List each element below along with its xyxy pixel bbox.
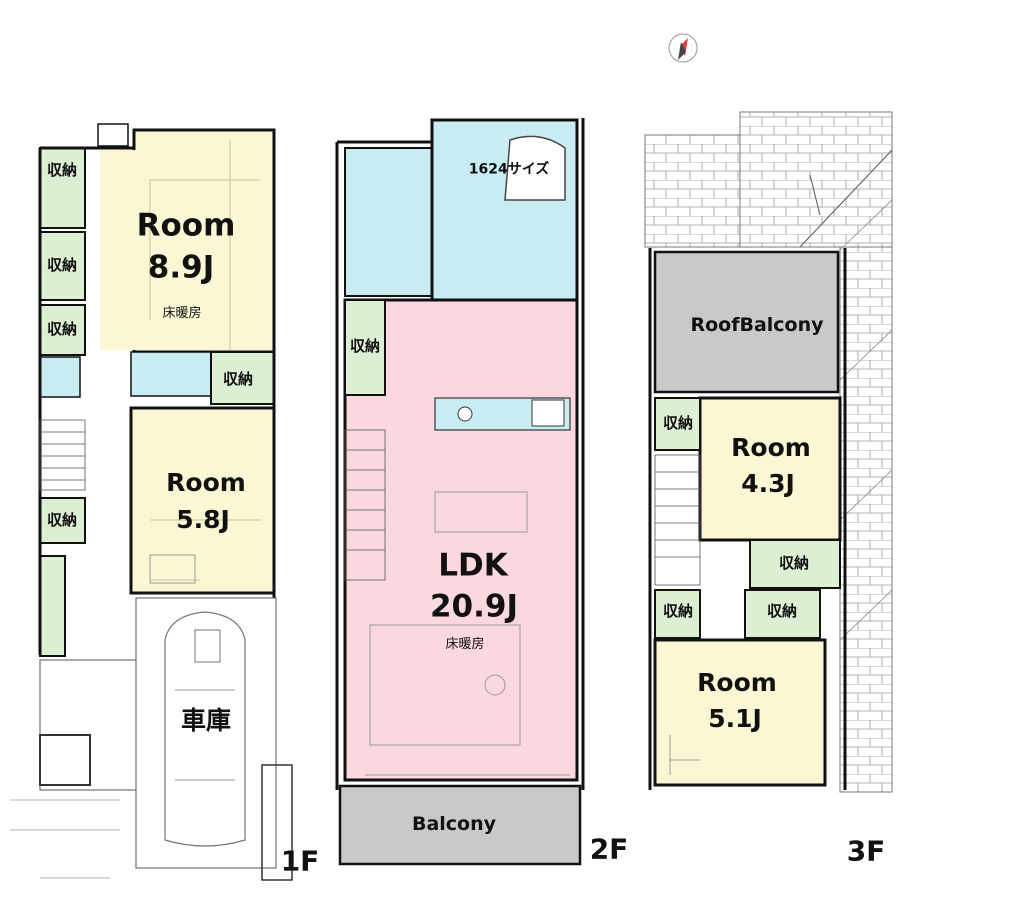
storage-label-1f-3: 収納	[46, 320, 78, 339]
storage-1f-mid	[210, 351, 275, 405]
storage-1f-5	[39, 555, 66, 657]
balcony-label: Balcony	[411, 813, 497, 836]
compass-icon	[668, 33, 698, 63]
ldk-size: 20.9J	[429, 588, 519, 625]
roof-balcony-area	[653, 250, 840, 394]
roof-tiles-side	[839, 246, 893, 793]
room-3f-b-name: Room	[697, 667, 777, 697]
room-1f-a-note: 床暖房	[162, 306, 202, 322]
room-3f-b-size: 5.1J	[708, 703, 762, 733]
garage-label: 車庫	[180, 705, 232, 735]
roof-balcony-label: RoofBalcony	[690, 314, 824, 337]
floor-2-plan	[335, 118, 585, 866]
storage-3f-2	[749, 539, 841, 589]
storage-label-3f-3: 収納	[662, 602, 694, 621]
storage-label-3f-4: 収納	[766, 602, 798, 621]
room-3f-a-name: Room	[731, 432, 811, 462]
storage-1f-2	[39, 231, 86, 301]
room-4-3j-area	[698, 396, 842, 542]
ldk-note: 床暖房	[445, 637, 485, 653]
wet-area-2f	[344, 147, 441, 297]
storage-3f-4	[744, 589, 821, 639]
storage-label-2f: 収納	[349, 337, 381, 356]
storage-label-1f-4: 収納	[222, 370, 254, 389]
storage-2f	[344, 299, 386, 396]
storage-label-1f-1: 収納	[46, 161, 78, 180]
ldk-name: LDK	[438, 547, 508, 584]
floor-1-label: 1F	[280, 844, 320, 878]
storage-label-1f-5: 収納	[46, 511, 78, 530]
room-1f-b-name: Room	[166, 467, 246, 497]
garage-area	[135, 597, 277, 869]
roof-tiles-left	[644, 134, 741, 248]
storage-label-1f-2: 収納	[46, 256, 78, 275]
room-5-1j-area	[653, 638, 827, 787]
room-1f-a-size: 8.9J	[147, 249, 215, 286]
room-8-9j-area	[132, 128, 276, 354]
storage-label-3f-2: 収納	[778, 554, 810, 573]
storage-1f-1	[39, 147, 86, 229]
wc-1f	[39, 356, 81, 398]
balcony-area	[338, 784, 582, 866]
wet-area-1f	[130, 351, 212, 397]
storage-3f-3	[654, 589, 701, 639]
room-5-8j-area	[129, 406, 276, 595]
floor-3-plan	[644, 111, 893, 793]
floor-3-label: 3F	[846, 834, 886, 868]
storage-label-3f-1: 収納	[662, 414, 694, 433]
room-3f-a-size: 4.3J	[741, 468, 795, 498]
bath-size-label: 1624サイズ	[468, 161, 550, 178]
room-1f-b-size: 5.8J	[176, 504, 230, 534]
roof-tiles-right	[739, 111, 893, 248]
floor-1-plan	[10, 123, 293, 881]
room-1f-a-name: Room	[136, 207, 236, 244]
floor-2-label: 2F	[589, 832, 629, 866]
storage-3f-1	[654, 397, 701, 451]
